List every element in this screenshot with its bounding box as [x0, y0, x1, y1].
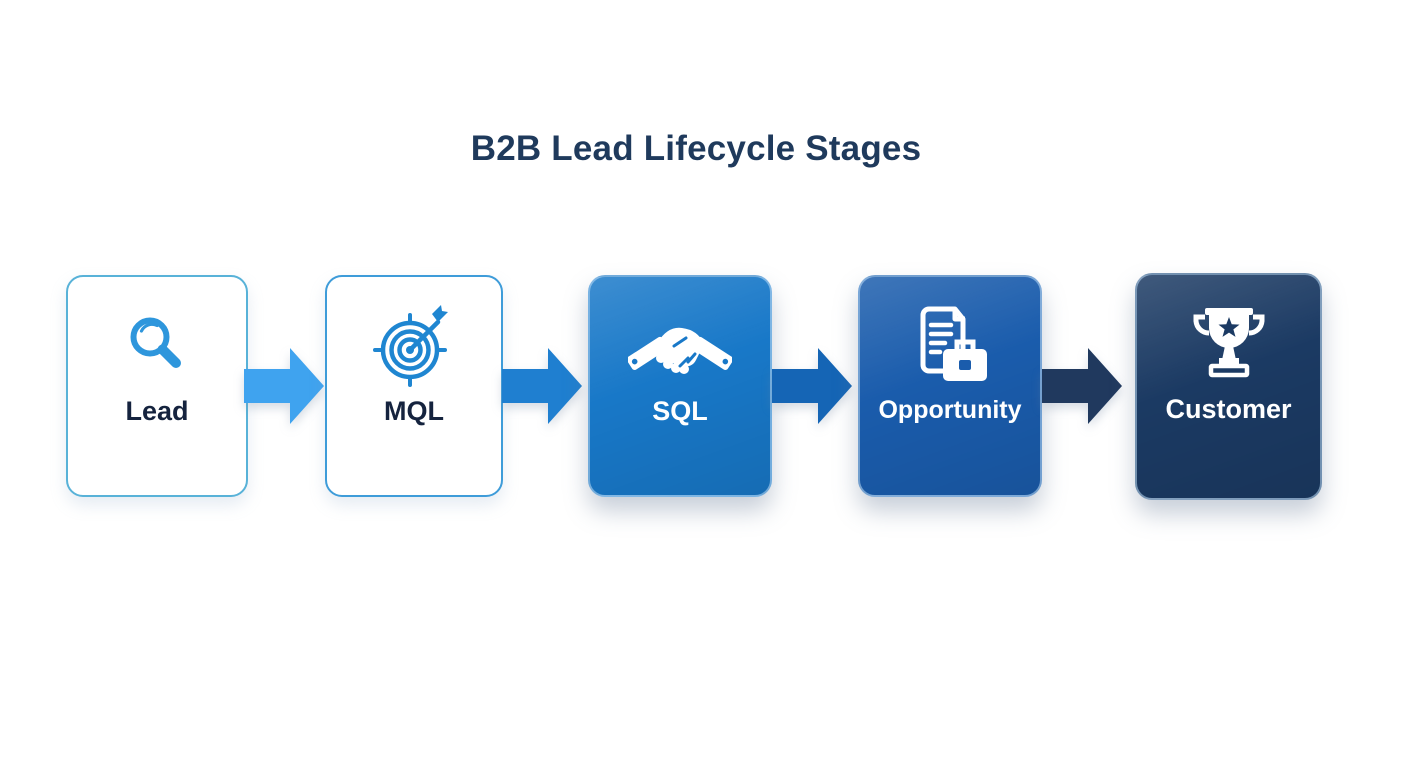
document-briefcase-icon — [909, 305, 991, 387]
flow-arrow-4 — [1042, 348, 1122, 424]
target-icon — [372, 305, 456, 387]
stage-label: MQL — [384, 396, 444, 426]
flow-arrow-3 — [772, 348, 852, 424]
stage-card-lead: Lead — [66, 275, 248, 497]
stage-label: Opportunity — [878, 396, 1022, 424]
handshake-icon — [628, 305, 732, 387]
trophy-icon — [1189, 303, 1269, 385]
stage-label: SQL — [652, 396, 708, 426]
stage-card-sql: SQL — [588, 275, 772, 497]
flow-arrow-1 — [244, 348, 324, 424]
page-title: B2B Lead Lifecycle Stages — [470, 129, 922, 168]
flow-arrow-2 — [502, 348, 582, 424]
stage-card-mql: MQL — [325, 275, 503, 497]
stage-card-opportunity: Opportunity — [858, 275, 1042, 497]
magnifier-icon — [121, 305, 193, 387]
stage-label: Customer — [1165, 394, 1292, 424]
stage-card-customer: Customer — [1135, 273, 1322, 500]
stage-label: Lead — [125, 396, 189, 426]
